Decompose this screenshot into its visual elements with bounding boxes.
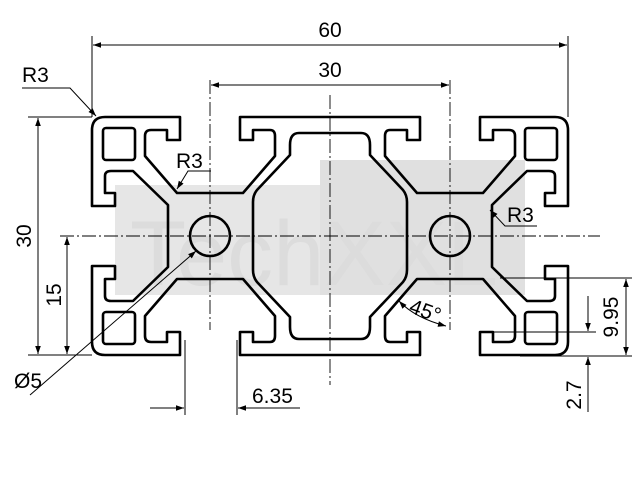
dimension-slot-width: 6.35 — [150, 340, 300, 415]
dimension-inner-radius: R3 — [176, 150, 211, 190]
svg-text:30: 30 — [318, 59, 341, 82]
dimension-hole-diameter: Ø5 — [14, 250, 197, 396]
dimension-corner-radius: R3 — [22, 64, 97, 117]
dimension-overall-width: 60 — [91, 19, 569, 117]
dimension-side-radius: R3 — [489, 204, 537, 227]
svg-text:9.95: 9.95 — [600, 297, 623, 338]
dimension-half-height: 15 — [43, 237, 70, 354]
svg-text:R3: R3 — [176, 150, 203, 173]
dimension-overall-height: 30 — [13, 116, 92, 356]
svg-text:2.7: 2.7 — [563, 380, 586, 409]
svg-text:R3: R3 — [22, 64, 49, 87]
center-lines — [60, 80, 600, 385]
svg-text:Ø5: Ø5 — [14, 370, 42, 393]
dimension-slot-depth: 9.95 — [500, 277, 632, 357]
svg-text:60: 60 — [318, 19, 341, 42]
dimension-lip-thickness: 2.7 — [493, 296, 596, 412]
svg-text:6.35: 6.35 — [252, 385, 293, 408]
dimension-slot-spacing: 30 — [211, 59, 449, 88]
svg-text:15: 15 — [43, 283, 66, 306]
watermark-logo: TechXXL — [115, 160, 525, 305]
svg-text:R3: R3 — [507, 204, 534, 227]
svg-text:30: 30 — [13, 224, 36, 247]
